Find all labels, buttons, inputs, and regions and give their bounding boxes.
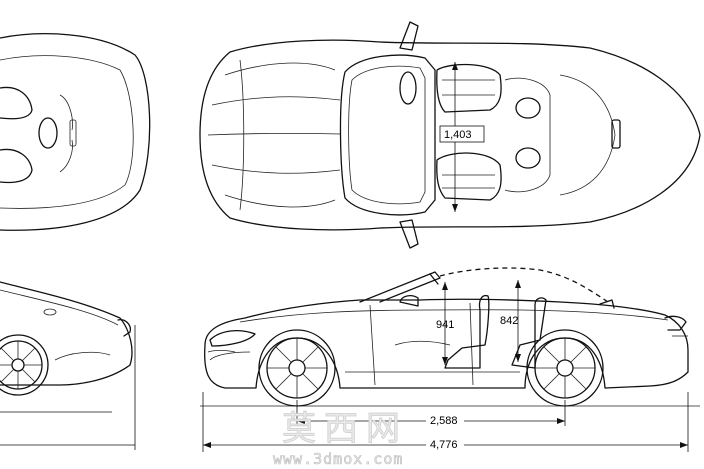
side-view [200, 267, 700, 452]
top-view [199, 21, 701, 249]
wheelbase-label: 2,588 [430, 415, 458, 427]
front-headroom-label: 941 [436, 319, 454, 331]
interior-width-label: 1,403 [444, 129, 472, 141]
overall-length-label: 4,776 [430, 439, 458, 451]
rear-headroom-label: 842 [500, 315, 518, 327]
end-view [0, 33, 151, 231]
watermark-chinese-text: 莫西网 [282, 409, 408, 449]
partial-side-view [0, 281, 136, 450]
watermark-url-text: www.3dmox.com [273, 450, 403, 468]
